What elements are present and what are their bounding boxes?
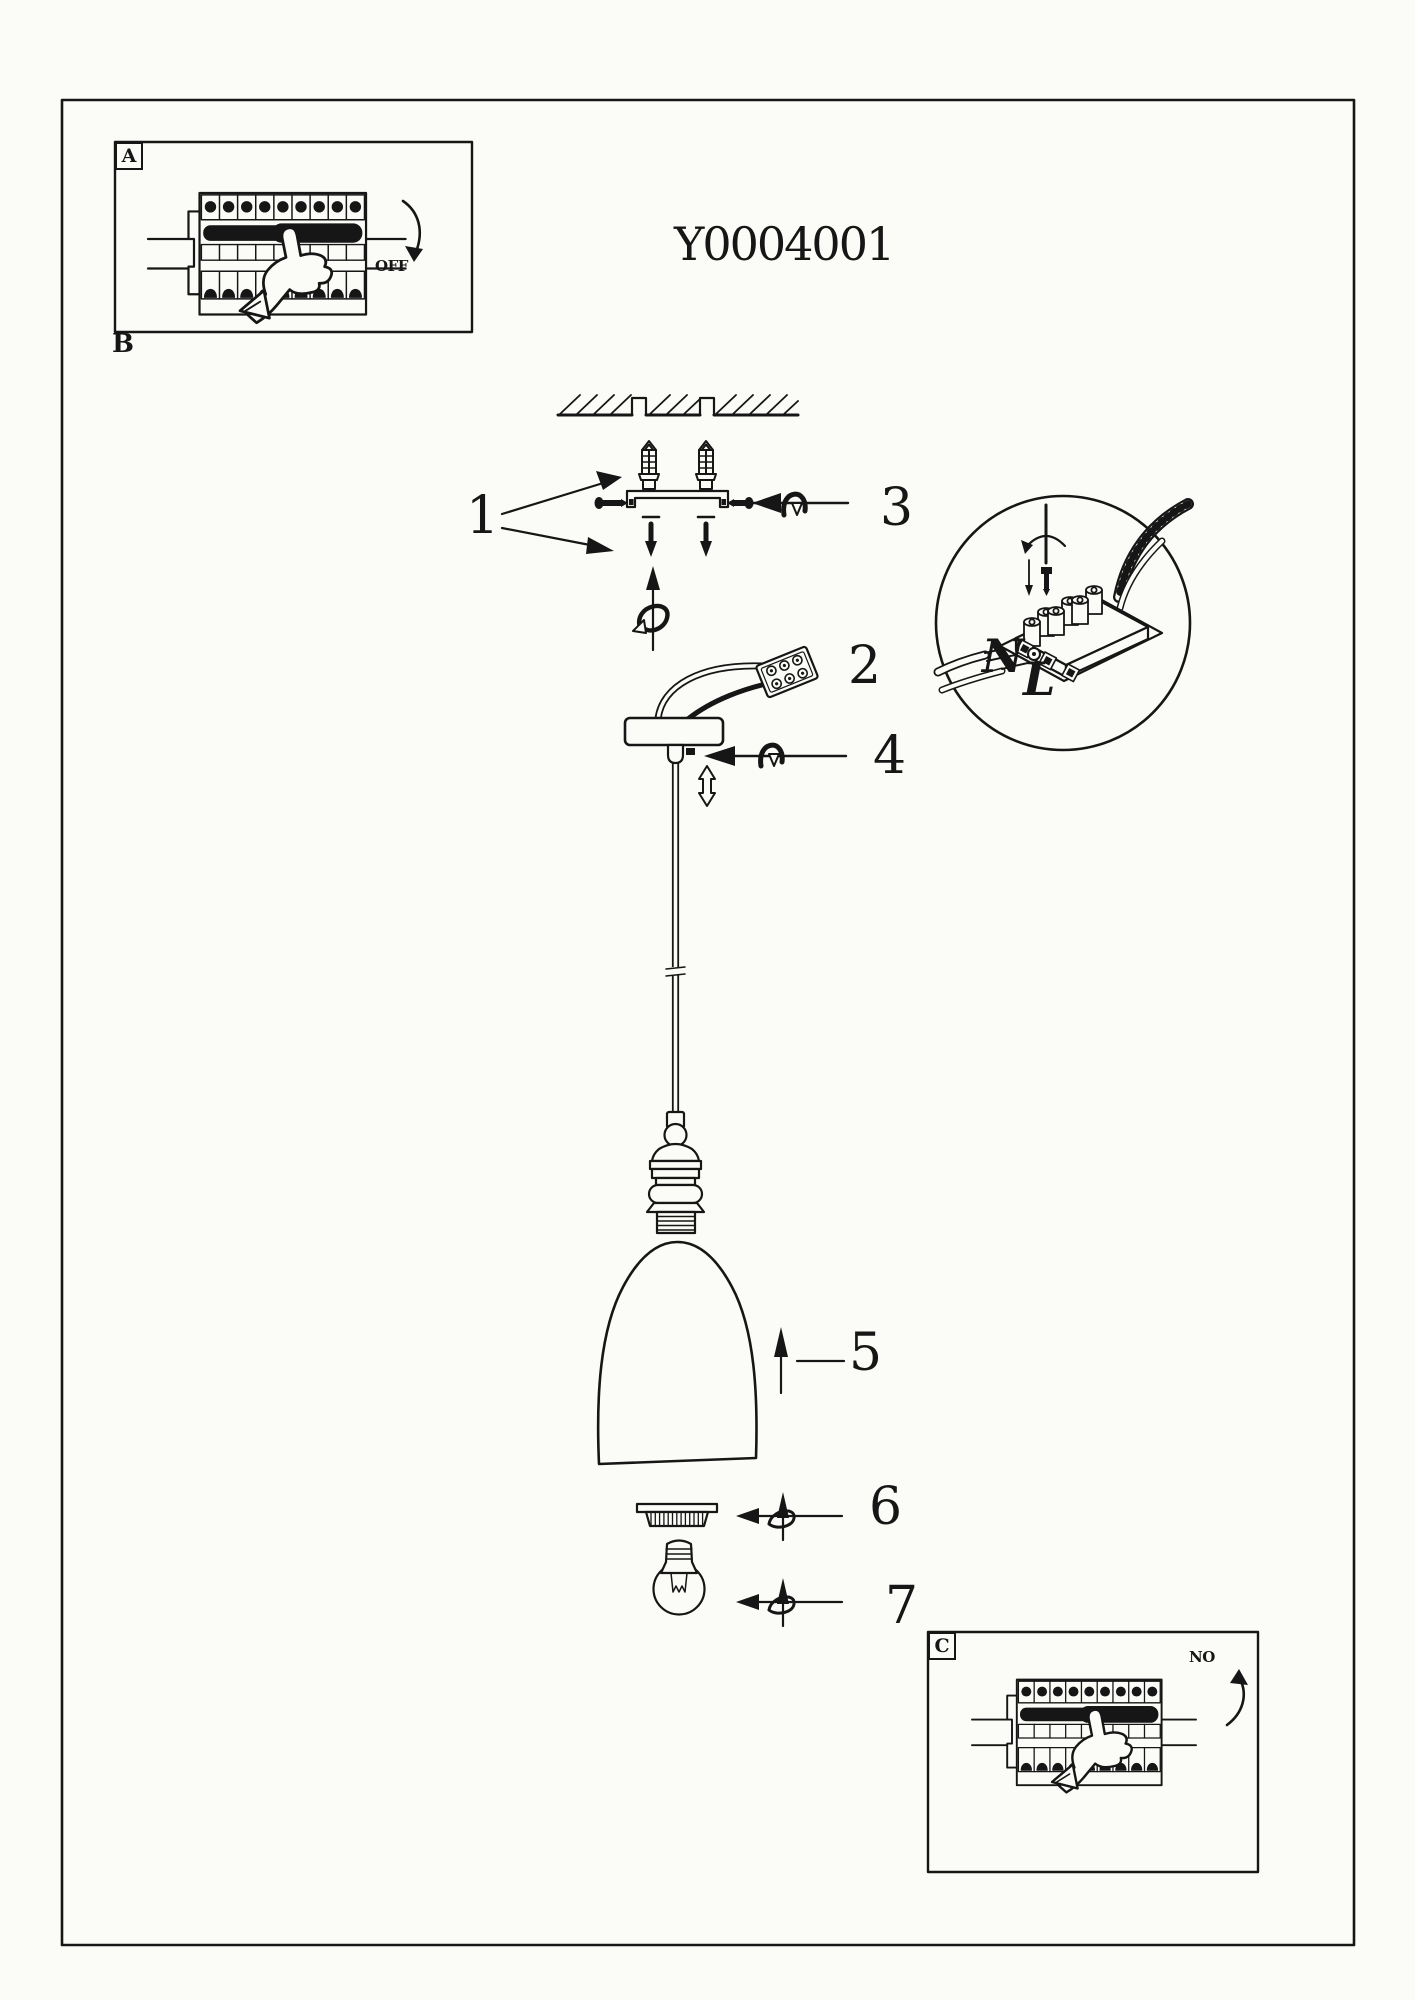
page-border [60,98,1356,1947]
step-label-6: 6 [869,1477,903,1537]
inset-c-frame [926,1630,1260,1874]
step1-leader-arrows [500,471,622,554]
terminal-block [755,645,819,699]
step7-annotation [736,1576,844,1628]
light-bulb [652,1539,706,1616]
set-screw [686,748,695,755]
suspension-cord [665,762,686,1113]
step6-annotation [736,1490,844,1542]
inset-a-off-label: OFF [375,257,408,275]
flip-down-arrow [401,199,421,254]
step-label-5: 5 [849,1323,883,1383]
live-wire-label: L [1023,652,1056,706]
step-label-1: 1 [466,486,500,546]
inset-a-corner-label: A [115,142,143,170]
wall-anchor-right [694,439,718,491]
height-adjust-arrow [698,765,716,807]
sheathed-cable [1113,498,1194,612]
mounting-bracket [625,489,730,509]
page-title: Y0004001 [674,217,895,271]
step-label-3: 3 [880,478,914,538]
rotate-icon [784,494,806,515]
insert-arrowhead [752,493,781,513]
wiring-detail-circle [933,494,1194,752]
inset-c-no-label: NO [1189,1648,1215,1666]
rotate-loop-icon [637,603,670,633]
inset-a-frame [113,140,474,334]
bracket-screw-right [727,497,754,509]
flip-up-arrow [1225,1677,1245,1727]
inset-a-bottom-label: B [112,329,134,359]
screwdriver-icon [1021,503,1067,565]
detail-terminal-block [998,585,1164,683]
terminal-screw [1025,559,1052,596]
inset-c-breaker-illustration [970,1669,1248,1794]
canopy-assembly [623,716,848,807]
step-label-7: 7 [885,1576,919,1636]
neutral-wire-label: N [982,629,1025,683]
step-label-2: 2 [848,636,882,696]
bracket-fixing-screws [632,515,716,652]
inset-c-corner-label: C [928,1632,956,1660]
step-label-4: 4 [873,726,907,786]
inset-a-breaker-illustration [146,191,423,325]
cord-grip-stem [666,743,685,765]
mounting-bracket-assembly [594,489,850,515]
lamp-shade [596,1240,758,1466]
shade-ring [635,1502,719,1528]
lamp-socket [645,1110,706,1235]
step5-annotation [774,1327,846,1395]
ceiling-hatch [556,394,800,417]
wall-anchor-left [637,439,661,491]
canopy [623,716,725,747]
bracket-screw-left [594,497,628,509]
